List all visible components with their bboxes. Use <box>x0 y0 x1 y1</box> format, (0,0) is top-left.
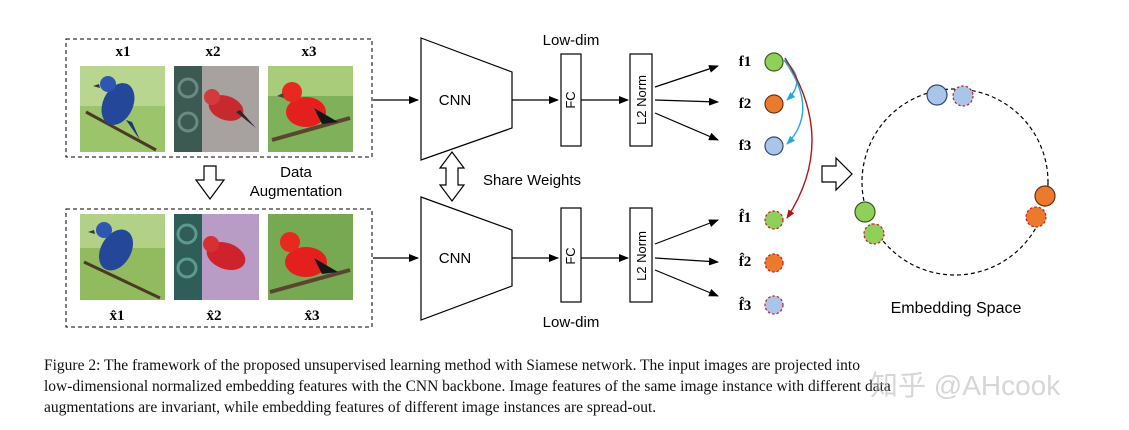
framework-figure: x1 x2 x3 <box>65 32 1056 331</box>
f2-circle <box>764 94 784 114</box>
f2-hat-circle <box>764 253 784 273</box>
arrow-f2-hat <box>654 257 719 266</box>
caption-line-3: augmentations are invariant, while embed… <box>44 399 657 416</box>
bird-image-1-augmented <box>80 214 165 300</box>
bird-image-2 <box>174 66 259 152</box>
fc-bottom-label: FC <box>563 247 578 264</box>
bird-image-1 <box>80 66 165 152</box>
x2-hat-label: x̂2 <box>207 308 222 324</box>
f3-label: f3 <box>739 138 752 154</box>
embedding-f2 <box>1034 185 1056 207</box>
arrow-f1 <box>654 65 719 88</box>
embedding-space-label: Embedding Space <box>891 300 1022 317</box>
caption-line-1: Figure 2: The framework of the proposed … <box>44 357 860 374</box>
embedding-f3 <box>926 84 948 106</box>
embedding-f1 <box>854 201 876 223</box>
down-arrow-icon <box>194 165 226 201</box>
embedding-circle <box>861 88 1049 276</box>
embedding-f2-hat <box>1025 206 1047 228</box>
share-weights-icon <box>438 151 466 202</box>
f3-hat-label: f̂3 <box>739 296 752 314</box>
cnn-bottom <box>420 196 513 321</box>
data-label: Data <box>280 164 312 181</box>
low-dim-top-label: Low-dim <box>543 32 600 49</box>
watermark: 知乎 @AHcook <box>870 370 1061 401</box>
x3-label: x3 <box>302 44 317 60</box>
embedding-f1-hat <box>863 223 885 245</box>
arrow-f3 <box>654 112 719 141</box>
f1-hat-label: f̂1 <box>739 208 752 226</box>
input-images-top: x1 x2 x3 <box>65 38 373 158</box>
f1-label: f1 <box>739 54 752 70</box>
cnn-top <box>420 37 513 161</box>
fc-bottom <box>560 207 582 303</box>
l2-norm-top <box>629 53 653 147</box>
fc-top-label: FC <box>563 91 578 108</box>
f3-circle <box>764 136 784 156</box>
l2-norm-bottom-label: L2 Norm <box>634 231 649 281</box>
arrow-f3-hat <box>654 269 719 297</box>
x3-hat-label: x̂3 <box>305 308 320 324</box>
right-arrow-icon <box>821 156 853 192</box>
bird-image-2-augmented <box>174 214 259 300</box>
x1-label: x1 <box>116 44 131 60</box>
x2-label: x2 <box>206 44 221 60</box>
l2-norm-bottom <box>629 207 653 303</box>
f1-circle <box>764 52 784 72</box>
f3-hat-circle <box>764 295 784 315</box>
cnn-top-label: CNN <box>439 92 472 109</box>
bird-image-3-augmented <box>268 214 353 300</box>
input-images-bottom: x̂1 x̂2 x̂3 <box>65 208 373 328</box>
f1-hat-circle <box>764 210 784 230</box>
embedding-f3-hat <box>952 85 974 107</box>
low-dim-bottom-label: Low-dim <box>543 314 600 331</box>
cyan-arrow-f1-f3 <box>783 59 804 145</box>
share-weights-label: Share Weights <box>483 172 581 189</box>
l2-norm-top-label: L2 Norm <box>634 75 649 125</box>
f2-hat-label: f̂2 <box>739 252 752 270</box>
cnn-bottom-label: CNN <box>439 250 472 267</box>
figure-caption: Figure 2: The framework of the proposed … <box>44 355 1104 418</box>
bird-image-3 <box>268 66 353 152</box>
red-arrow-f1-f1hat <box>784 57 813 219</box>
arrow-f1-hat <box>654 219 719 245</box>
arrow-f2 <box>654 97 719 106</box>
caption-line-2: low-dimensional normalized embedding fea… <box>44 378 891 395</box>
augmentation-label: Augmentation <box>250 183 343 200</box>
f2-label: f2 <box>739 96 752 112</box>
x1-hat-label: x̂1 <box>110 308 125 324</box>
